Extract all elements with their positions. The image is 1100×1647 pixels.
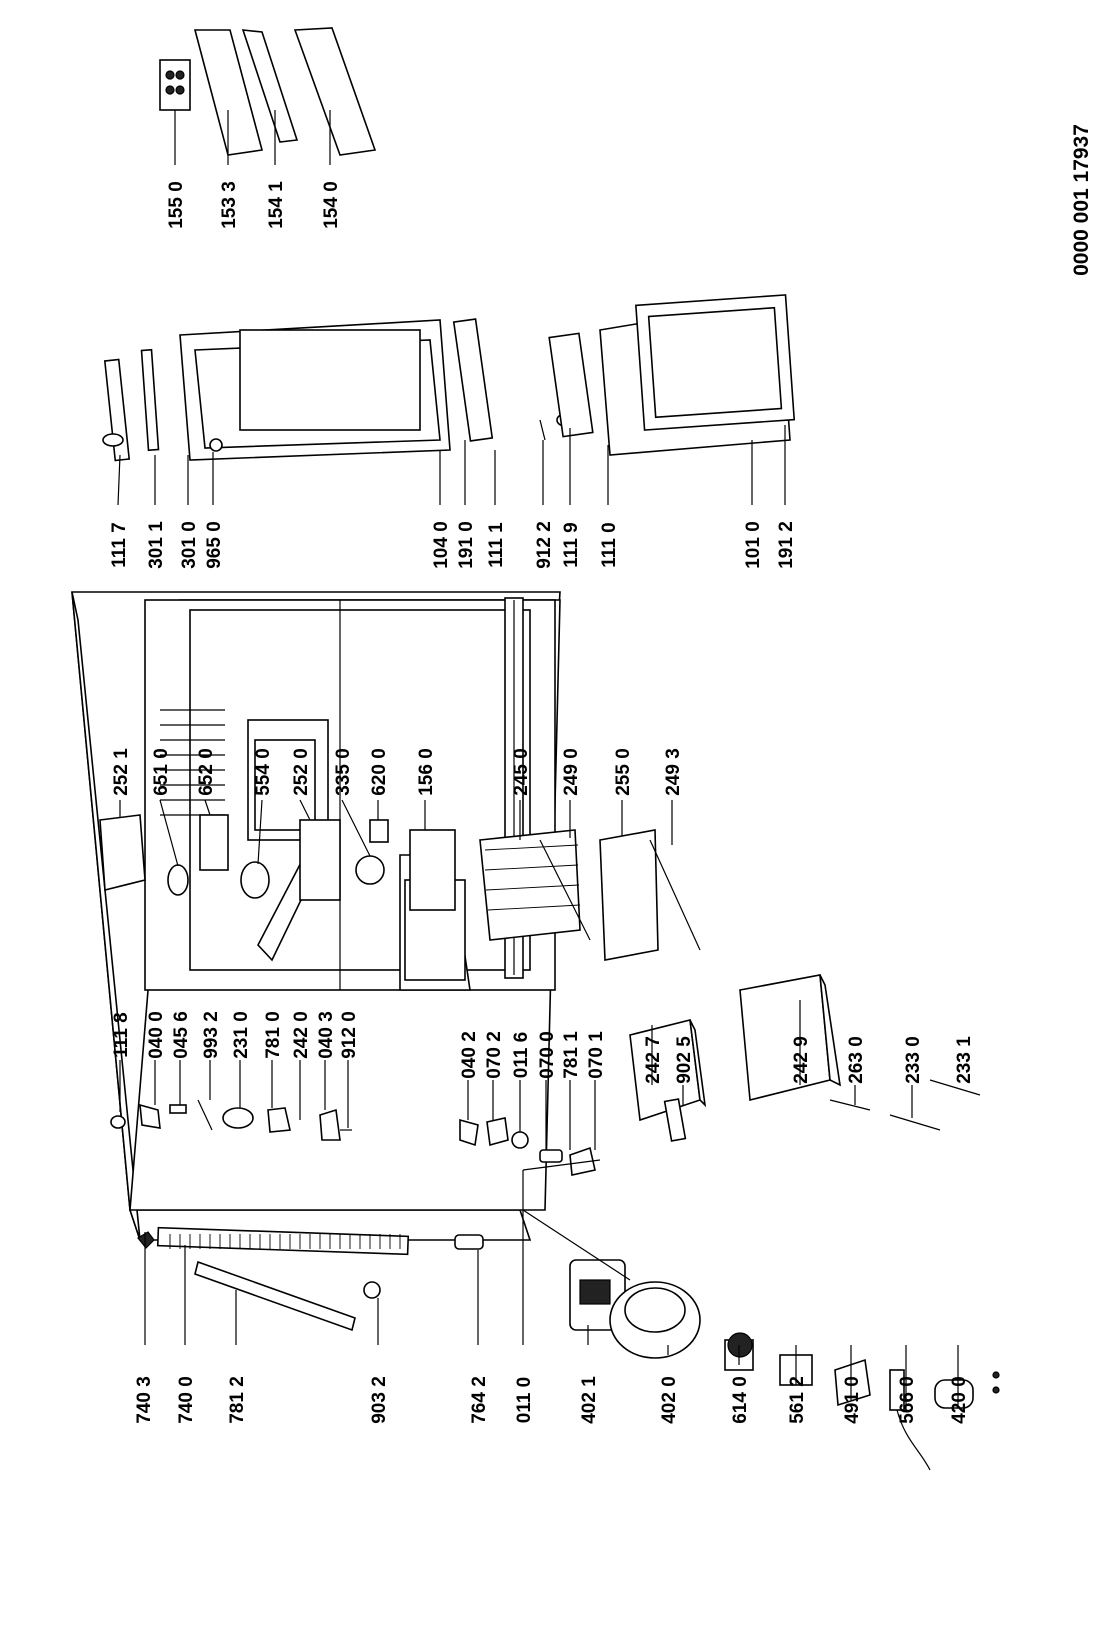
label-252-1: 252 1 [111,748,132,796]
label-255-0: 255 0 [613,748,634,796]
label-301-0: 301 0 [179,521,200,569]
label-011-6: 011 6 [511,1032,532,1079]
label-233-0: 233 0 [903,1036,924,1084]
label-561-2: 561 2 [787,1376,808,1424]
label-191-0: 191 0 [456,521,477,569]
label-011-0: 011 0 [514,1377,535,1424]
cabinet-body [71,591,561,1241]
label-764-2: 764 2 [469,1376,490,1424]
label-111-8: 111 8 [111,1012,132,1057]
label-233-1: 233 1 [954,1036,975,1084]
label-231-0: 231 0 [231,1011,252,1059]
label-156-0: 156 0 [416,748,437,796]
document-number: 0000 001 17937 [1070,124,1093,276]
label-191-2: 191 2 [776,521,797,569]
label-912-0: 912 0 [339,1011,360,1059]
freezer-component-drawings [99,814,701,962]
label-104-0: 104 0 [431,521,452,569]
label-040-0: 040 0 [146,1011,167,1059]
label-070-2: 070 2 [484,1031,505,1079]
label-554-0: 554 0 [253,748,274,796]
label-252-0: 252 0 [291,748,312,796]
label-965-0: 965 0 [204,521,225,569]
label-781-1: 781 1 [561,1031,582,1079]
label-045-6: 045 6 [171,1011,192,1059]
label-902-5: 902 5 [674,1036,695,1084]
door-shelf-drawings [159,27,377,156]
label-155-0: 155 0 [166,181,187,229]
label-242-0: 242 0 [291,1011,312,1059]
label-781-2: 781 2 [227,1376,248,1424]
part-740-0-drawing [156,1226,410,1256]
part-labels: 740 3 740 0 781 2 903 2 764 2 011 0 402 … [109,181,975,1424]
compressor-group-drawings [569,1259,1000,1471]
label-491-0: 491 0 [842,1376,863,1424]
label-740-0: 740 0 [176,1376,197,1424]
label-245-0: 245 0 [511,748,532,796]
leader-lines [117,110,959,1410]
part-903-2-drawing [363,1281,381,1299]
label-740-3: 740 3 [134,1376,155,1424]
label-402-0: 402 0 [659,1376,680,1424]
label-111-0: 111 0 [599,522,620,567]
label-420-0: 420 0 [949,1376,970,1424]
label-301-1: 301 1 [146,521,167,569]
label-040-2: 040 2 [459,1031,480,1079]
label-154-1: 154 1 [266,181,287,229]
label-614-0: 614 0 [730,1376,751,1424]
label-070-1: 070 1 [586,1031,607,1079]
label-249-0: 249 0 [561,748,582,796]
label-912-2: 912 2 [534,521,555,569]
door-drawings [102,294,796,462]
label-040-3: 040 3 [316,1011,337,1059]
label-111-7: 111 7 [109,522,130,567]
label-652-0: 652 0 [196,748,217,796]
label-263-0: 263 0 [846,1036,867,1084]
label-402-1: 402 1 [579,1376,600,1424]
label-651-0: 651 0 [151,748,172,796]
middle-column-drawings [110,974,981,1176]
part-781-2-drawing [194,1260,356,1332]
label-566-0: 566 0 [897,1376,918,1424]
shelf-rails [160,709,225,816]
label-620-0: 620 0 [369,748,390,796]
label-335-0: 335 0 [333,748,354,796]
label-111-1: 111 1 [486,522,507,568]
part-764-2-drawing [454,1234,484,1250]
label-993-2: 993 2 [201,1011,222,1059]
label-242-7: 242 7 [643,1036,664,1084]
label-249-3: 249 3 [663,748,684,796]
label-154-0: 154 0 [321,181,342,229]
label-781-0: 781 0 [263,1011,284,1059]
label-070-0: 070 0 [537,1031,558,1079]
label-903-2: 903 2 [369,1376,390,1424]
label-153-3: 153 3 [219,181,240,229]
label-242-9: 242 9 [791,1036,812,1084]
label-111-9: 111 9 [561,522,582,567]
label-101-0: 101 0 [743,521,764,569]
